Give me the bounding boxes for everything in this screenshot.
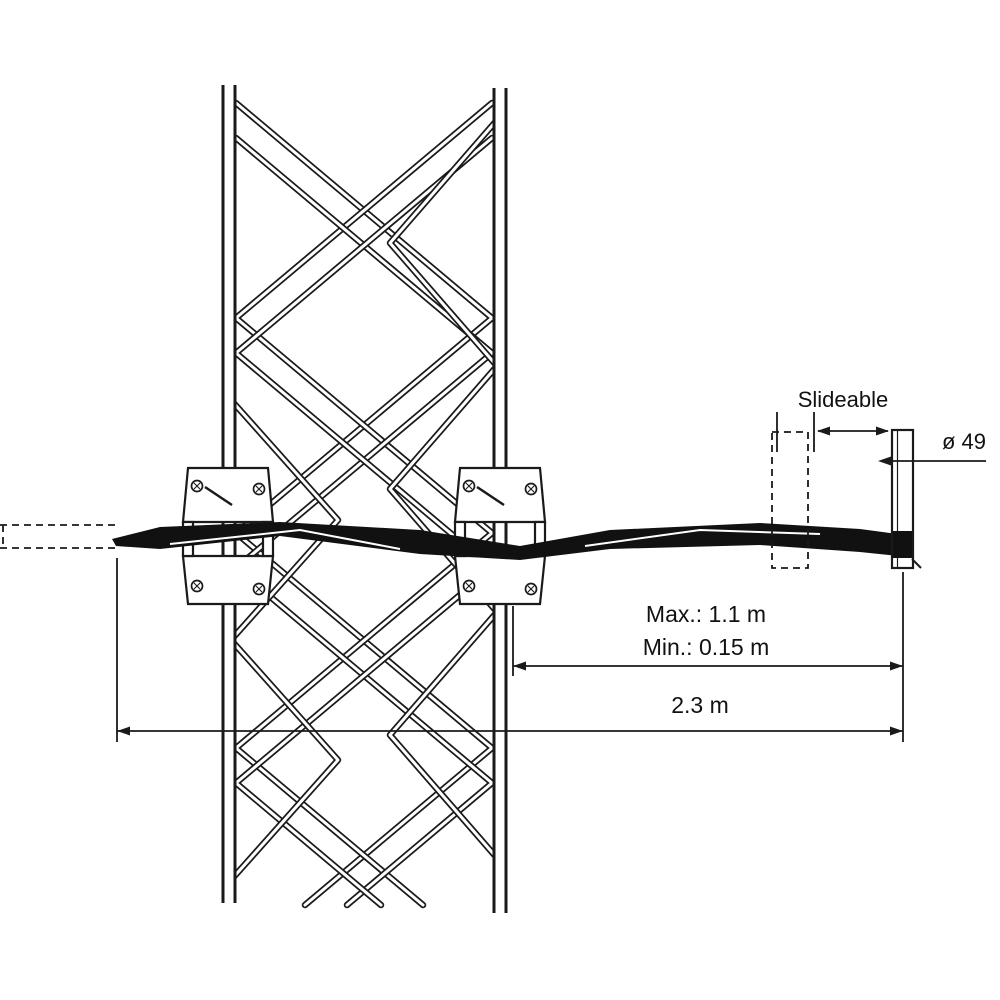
arrowhead-left [878, 456, 891, 466]
arrowhead-left [117, 726, 130, 736]
clamp-top-plate [453, 466, 547, 524]
lattice-brace [232, 134, 496, 909]
dimension-slideable: Slideable [776, 387, 889, 452]
clamp-bottom-plate [181, 554, 275, 606]
total-label: 2.3 m [671, 692, 729, 718]
arrowhead-left [513, 661, 526, 671]
boom-highlight [584, 528, 821, 547]
slideable-label: Slideable [798, 387, 889, 412]
clamp-pin [476, 485, 505, 507]
boom-arm [112, 522, 898, 560]
max-label: Max.: 1.1 m [646, 601, 766, 627]
dimension-diameter: ø 49 [878, 429, 986, 466]
boom-hidden-extension [0, 524, 118, 549]
clamp-bolts [190, 479, 266, 596]
clamp-top-plate [181, 466, 275, 524]
lattice-brace [232, 134, 496, 909]
lattice-brace [234, 136, 494, 907]
arrowhead-left [817, 426, 830, 436]
dimension-max-min: Max.: 1.1 m Min.: 0.15 m [512, 572, 904, 742]
clamp-cheek [261, 520, 275, 558]
arrowhead-right [876, 426, 889, 436]
arrowhead-right [890, 726, 903, 736]
slideable-ghost-position [771, 431, 809, 569]
clamp-bolts [462, 479, 538, 596]
mast-pipe-foot [911, 558, 922, 569]
boom-pipe-joint [893, 531, 912, 558]
dimension-total: 2.3 m [116, 558, 903, 742]
boom-highlight [169, 528, 401, 550]
clamp-pin [204, 485, 233, 507]
lattice-brace [388, 118, 499, 860]
diameter-label: ø 49 [942, 429, 986, 454]
mast-pipe [890, 428, 922, 570]
min-label: Min.: 0.15 m [643, 634, 770, 660]
arrowhead-right [890, 661, 903, 671]
lattice-brace [234, 136, 494, 907]
